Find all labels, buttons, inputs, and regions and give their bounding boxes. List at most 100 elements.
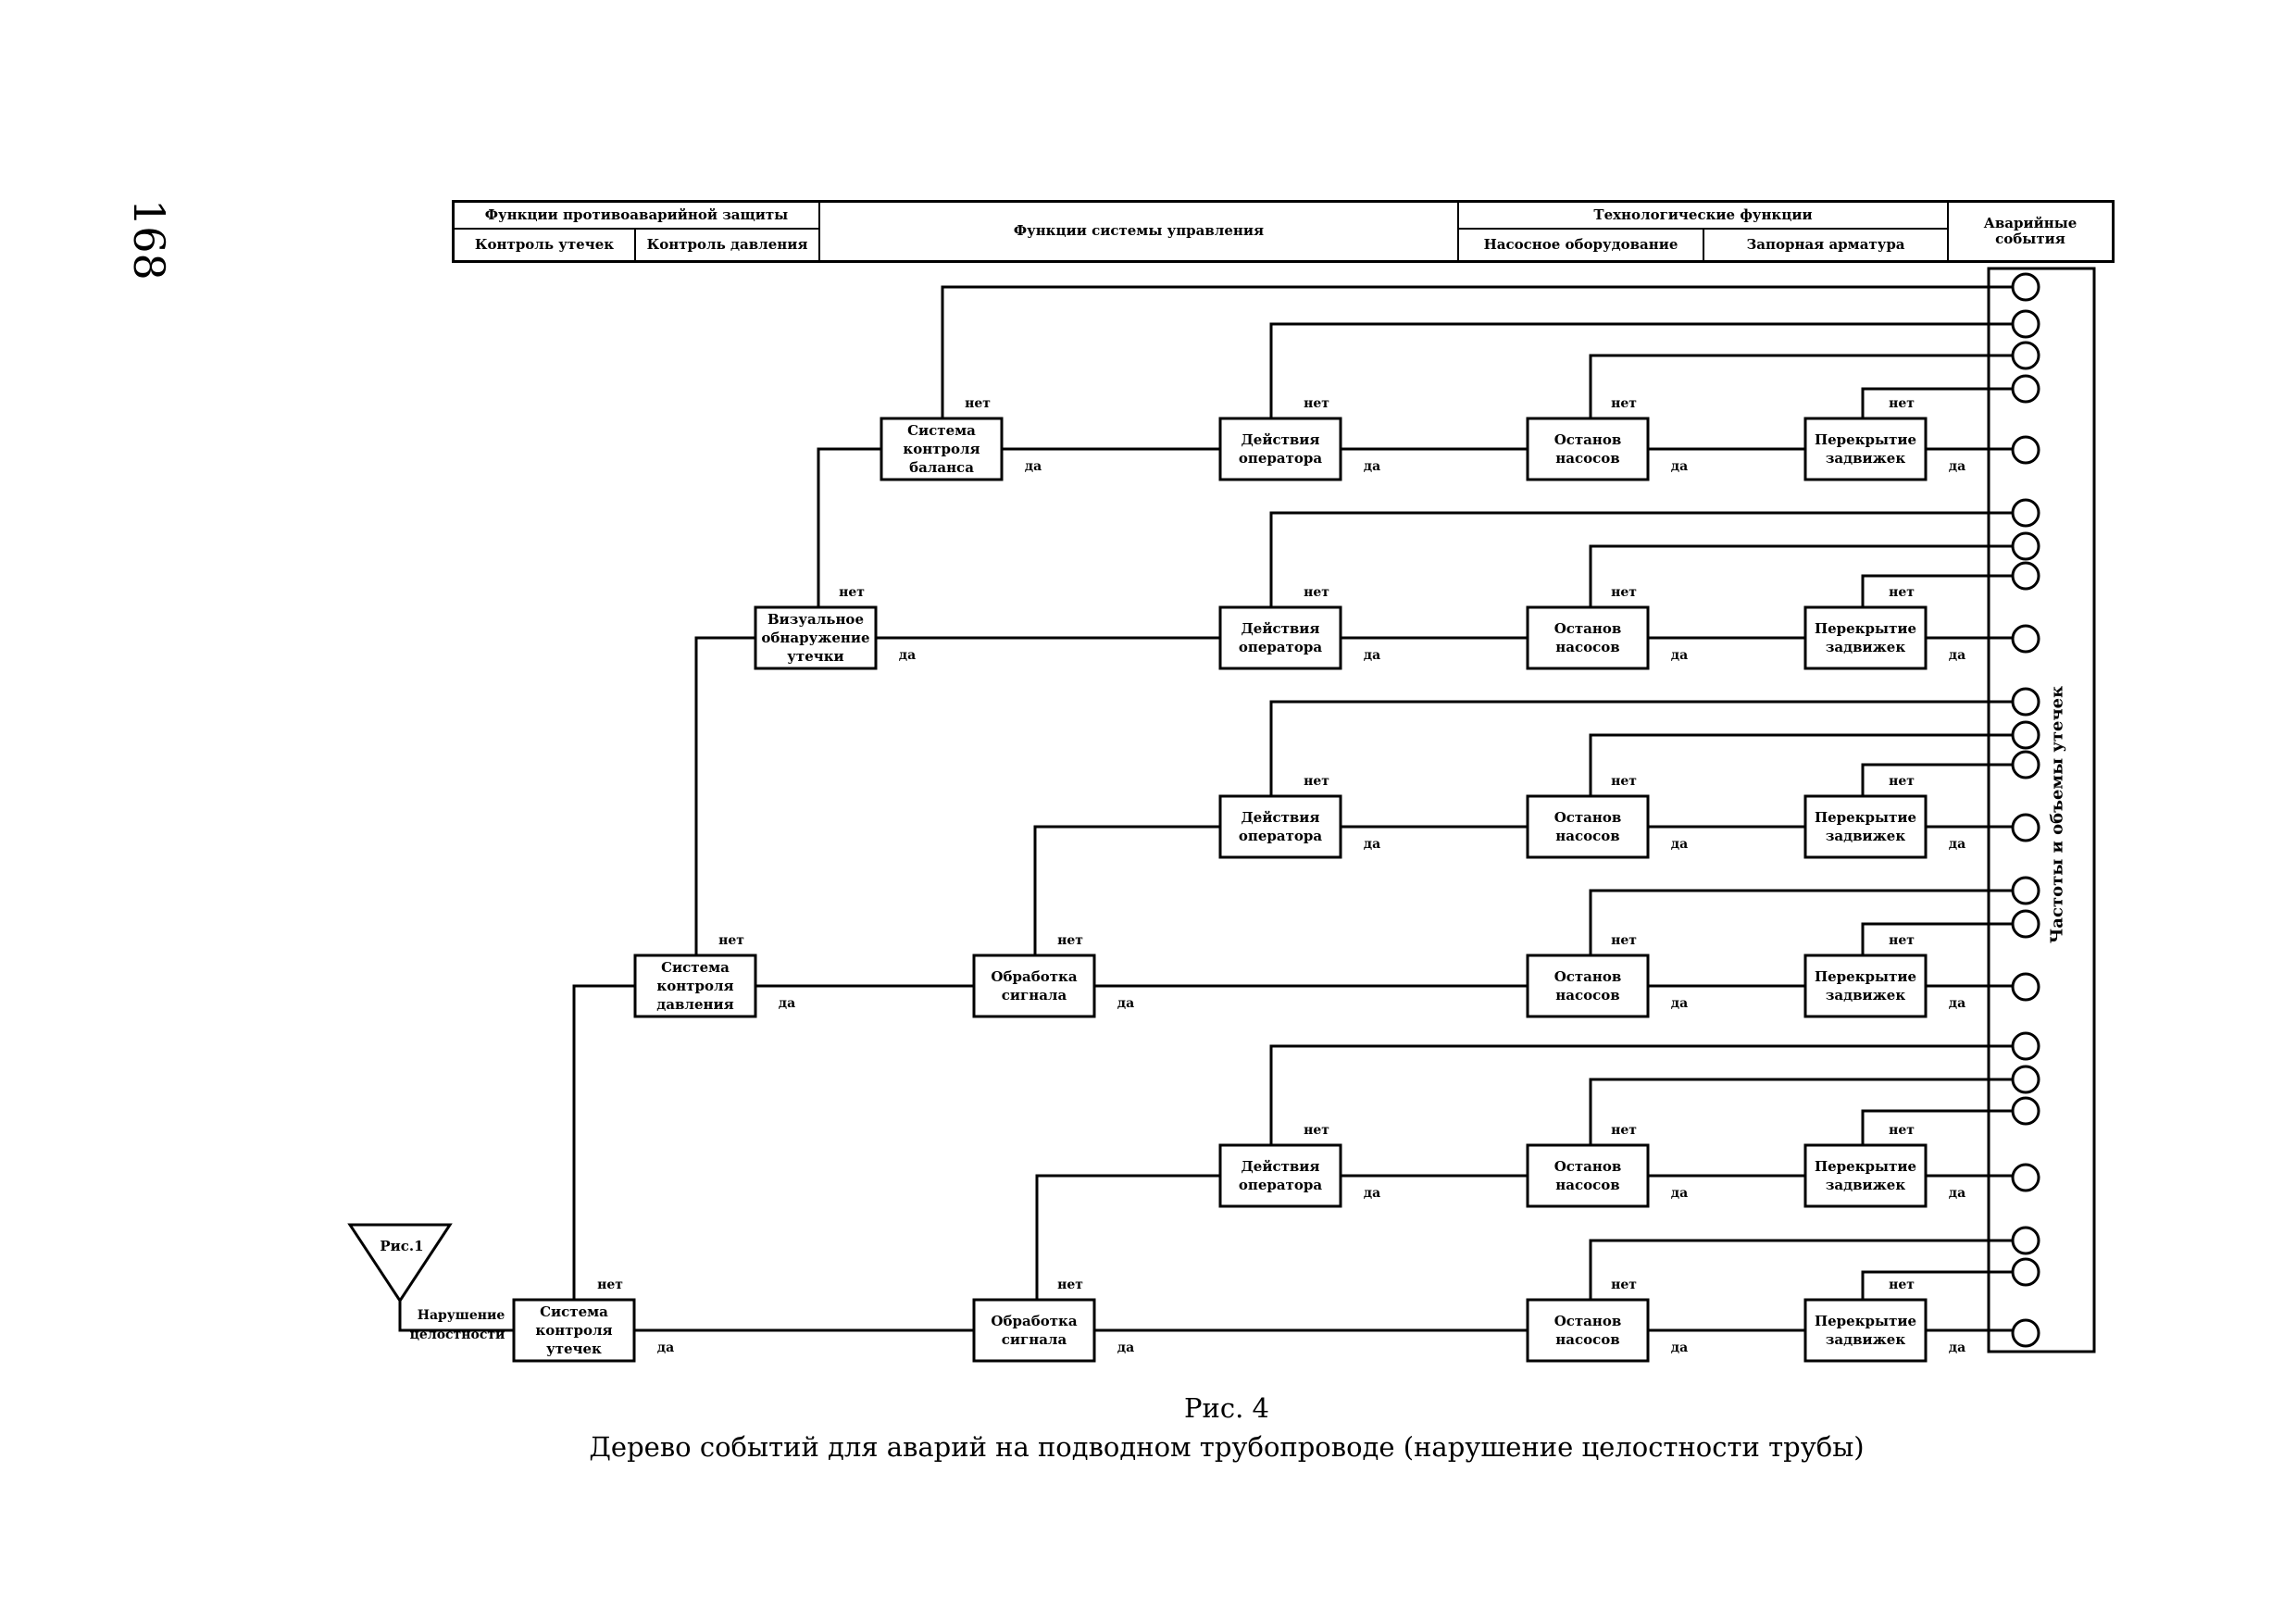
branch-label-no: нет	[1611, 933, 1637, 948]
no-branch-line	[1035, 1174, 1220, 1300]
no-outcome-line	[1589, 1239, 2013, 1300]
node-label-op2-2: оператора	[1239, 639, 1323, 655]
no-outcome-line	[1861, 1270, 2013, 1300]
outcome-circle-3	[2011, 341, 2040, 370]
node-label-valve4-2: задвижек	[1826, 987, 1906, 1004]
outcome-circle-15	[2011, 909, 2040, 939]
node-box-valve3	[1803, 794, 1928, 859]
node-label-op2-1: Действия	[1241, 620, 1319, 637]
no-outcome-line	[1861, 574, 2013, 607]
node-box-pump1	[1526, 417, 1650, 481]
node-label-pump3-1: Останов	[1554, 809, 1622, 826]
branch-label-no: нет	[1611, 1123, 1637, 1138]
outcome-circle-20	[2011, 1163, 2040, 1192]
branch-label-yes: да	[1364, 648, 1380, 663]
branch-label-no: нет	[1611, 585, 1637, 600]
branch-label-no: нет	[1304, 774, 1329, 789]
outcome-circle-22	[2011, 1257, 2040, 1287]
node-label-valve1-1: Перекрытие	[1815, 431, 1916, 448]
header-leak-control: Контроль утечек	[455, 230, 636, 260]
outcome-circle-11	[2011, 720, 2040, 750]
node-box-pump4	[1526, 954, 1650, 1018]
outcome-column-frame	[1987, 267, 2096, 1353]
node-label-visual-2: обнаружение	[761, 630, 869, 646]
node-label-pump1-1: Останов	[1554, 431, 1622, 448]
branch-label-yes: да	[1949, 459, 1965, 474]
outcome-circle-17	[2011, 1031, 2040, 1061]
no-branch-line	[572, 984, 635, 1300]
node-label-visual-1: Визуальное	[767, 611, 864, 628]
side-label-leak-frequencies: Частоты и объемы утечек	[2047, 685, 2067, 944]
branch-label-no: нет	[597, 1278, 623, 1292]
branch-label-yes: да	[779, 996, 795, 1011]
outcome-circle-7	[2011, 531, 2040, 561]
node-label-leak-1: Система	[540, 1303, 608, 1320]
node-label-balance-3: баланса	[909, 459, 974, 476]
node-box-proc1	[972, 954, 1096, 1018]
branch-label-yes: да	[1025, 459, 1042, 474]
no-outcome-line	[1589, 733, 2013, 796]
node-box-op1	[1218, 417, 1342, 481]
node-label-visual-3: утечки	[787, 648, 843, 665]
outcome-circle-5	[2011, 435, 2040, 465]
header-pumping-equipment: Насосное оборудование	[1459, 230, 1704, 260]
no-outcome-line	[1861, 387, 2013, 418]
outcome-circle-9	[2011, 624, 2040, 654]
node-label-valve3-2: задвижек	[1826, 828, 1906, 844]
figure-caption: Рис. 4 Дерево событий для аварий на подв…	[0, 1389, 2296, 1466]
initiating-event: Рис.1 Нарушение целостности	[347, 1223, 505, 1342]
node-label-proc2-1: Обработка	[991, 1313, 1077, 1329]
branch-label-yes: да	[1364, 459, 1380, 474]
no-outcome-line	[1589, 889, 2013, 955]
node-box-pump2	[1526, 605, 1650, 670]
node-label-op4-2: оператора	[1239, 1177, 1323, 1193]
outcome-circle-12	[2011, 750, 2040, 779]
no-outcome-line	[1269, 1044, 2013, 1145]
header-technological-functions: Технологические функции	[1459, 203, 1949, 230]
branch-label-no: нет	[1889, 933, 1915, 948]
tree-connections	[398, 267, 2096, 1353]
outcome-circle-18	[2011, 1065, 2040, 1094]
node-label-pump3-2: насосов	[1555, 828, 1619, 844]
node-label-leak-2: контроля	[535, 1322, 612, 1339]
outcome-circle-6	[2011, 498, 2040, 528]
node-box-valve6	[1803, 1298, 1928, 1363]
node-label-valve1-2: задвижек	[1826, 450, 1906, 467]
branch-label-no: нет	[1057, 933, 1083, 948]
no-outcome-line	[1589, 1078, 2013, 1145]
no-outcome-line	[1269, 511, 2013, 607]
header-pressure-control: Контроль давления	[636, 230, 820, 260]
node-label-balance-1: Система	[907, 422, 976, 439]
node-label-op4-1: Действия	[1241, 1158, 1319, 1175]
node-label-op1-2: оператора	[1239, 450, 1323, 467]
node-box-op2	[1218, 605, 1342, 670]
node-label-leak-3: утечек	[546, 1340, 602, 1357]
outcome-events	[2011, 272, 2040, 1348]
node-box-valve4	[1803, 954, 1928, 1018]
branch-label-no: нет	[718, 933, 744, 948]
node-label-pump6-1: Останов	[1554, 1313, 1622, 1329]
node-box-proc2	[972, 1298, 1096, 1363]
outcome-circle-8	[2011, 561, 2040, 591]
initiating-event-ref: Рис.1	[380, 1238, 423, 1254]
branch-label-no: нет	[1304, 1123, 1329, 1138]
branch-label-yes: да	[657, 1340, 674, 1355]
branch-label-no: нет	[1889, 774, 1915, 789]
node-label-valve6-1: Перекрытие	[1815, 1313, 1916, 1329]
node-label-proc1-1: Обработка	[991, 968, 1077, 985]
initiating-event-triangle	[347, 1223, 453, 1303]
no-outcome-line	[1269, 700, 2013, 796]
branch-label-no: нет	[1889, 1278, 1915, 1292]
outcome-circle-14	[2011, 876, 2040, 905]
outcome-circle-23	[2011, 1318, 2040, 1348]
node-label-op3-2: оператора	[1239, 828, 1323, 844]
header-emergency-events: Аварийные события	[1983, 214, 2078, 247]
branch-label-yes: да	[1949, 648, 1965, 663]
branch-label-yes: да	[1671, 996, 1688, 1011]
outcome-circle-10	[2011, 687, 2040, 717]
outcome-circle-13	[2011, 813, 2040, 842]
branch-label-no: нет	[839, 585, 865, 600]
branch-label-yes: да	[1671, 648, 1688, 663]
branch-label-no: нет	[1304, 396, 1329, 411]
branch-label-yes: да	[1671, 459, 1688, 474]
